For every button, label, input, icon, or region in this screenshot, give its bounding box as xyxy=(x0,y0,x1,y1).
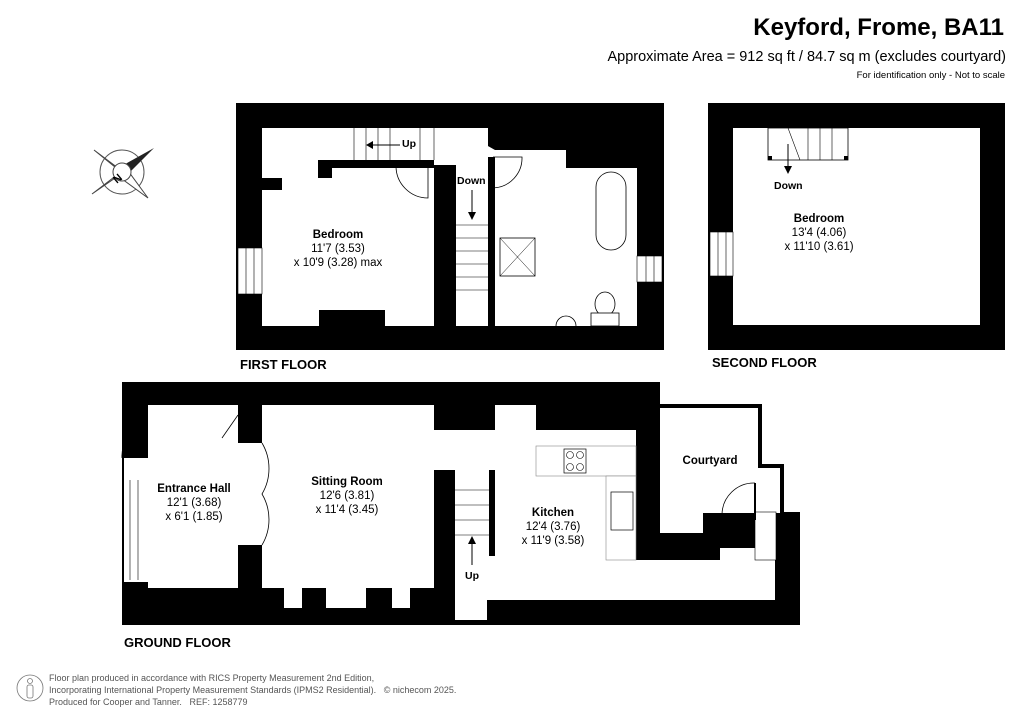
footer-line: Produced for Cooper and Tanner. REF: 125… xyxy=(49,696,456,708)
room-dimension: 12'6 (3.81) xyxy=(319,490,375,502)
room-name: Sitting Room xyxy=(311,476,383,488)
second-floor-bedroom-label: Bedroom 13'4 (4.06) x 11'10 (3.61) xyxy=(784,212,853,254)
copyright: © nichecom 2025. xyxy=(383,685,457,695)
room-name: Entrance Hall xyxy=(157,483,231,495)
kitchen-label: Kitchen 12'4 (3.76) x 11'9 (3.58) xyxy=(522,506,585,548)
ground-floor-plan xyxy=(121,382,800,625)
footer-line: Floor plan produced in accordance with R… xyxy=(49,673,375,683)
room-dimension: 12'1 (3.68) xyxy=(166,497,222,509)
room-dimension: 13'4 (4.06) xyxy=(791,227,847,239)
room-dimension: 12'4 (3.76) xyxy=(525,521,581,533)
reference-number: REF: 1258779 xyxy=(189,697,248,707)
first-floor-label: FIRST FLOOR xyxy=(240,357,327,372)
room-dimension: x 6'1 (1.85) xyxy=(165,511,223,523)
first-floor-plan xyxy=(236,103,664,350)
second-floor-plan xyxy=(708,103,1005,350)
footer-line-text: Incorporating International Property Mea… xyxy=(49,685,377,695)
room-name: Bedroom xyxy=(312,229,364,241)
stairs-down-label: Down xyxy=(774,180,803,192)
second-floor-label: SECOND FLOOR xyxy=(712,355,817,370)
room-dimension: x 11'9 (3.58) xyxy=(521,535,585,547)
footer-line: Incorporating International Property Mea… xyxy=(49,684,456,696)
compass-icon xyxy=(91,148,154,199)
footer-line-text: Produced for Cooper and Tanner. xyxy=(49,697,182,707)
stairs-down-label: Down xyxy=(457,175,486,187)
first-floor-bedroom-label: Bedroom 11'7 (3.53) x 10'9 (3.28) max xyxy=(294,228,383,270)
entrance-hall-label: Entrance Hall 12'1 (3.68) x 6'1 (1.85) xyxy=(157,482,231,524)
ipms-person-icon xyxy=(16,674,44,702)
room-dimension: x 10'9 (3.28) max xyxy=(293,257,383,269)
room-name: Courtyard xyxy=(682,455,738,467)
stairs-up-label: Up xyxy=(402,138,416,150)
property-title: Keyford, Frome, BA11 xyxy=(753,14,1004,41)
approximate-area: Approximate Area = 912 sq ft / 84.7 sq m… xyxy=(607,49,1006,65)
room-name: Bedroom xyxy=(793,213,845,225)
stairs-up-label: Up xyxy=(465,570,479,582)
disclaimer-note: For identification only - Not to scale xyxy=(856,70,1005,81)
room-dimension: x 11'4 (3.45) xyxy=(315,504,379,516)
footer-credits: Floor plan produced in accordance with R… xyxy=(49,672,456,708)
sitting-room-label: Sitting Room 12'6 (3.81) x 11'4 (3.45) xyxy=(311,475,383,517)
room-name: Kitchen xyxy=(531,507,575,519)
room-dimension: x 11'10 (3.61) xyxy=(784,241,854,253)
room-dimension: 11'7 (3.53) xyxy=(311,243,365,255)
courtyard-label: Courtyard xyxy=(683,454,738,468)
ground-floor-label: GROUND FLOOR xyxy=(124,635,231,650)
